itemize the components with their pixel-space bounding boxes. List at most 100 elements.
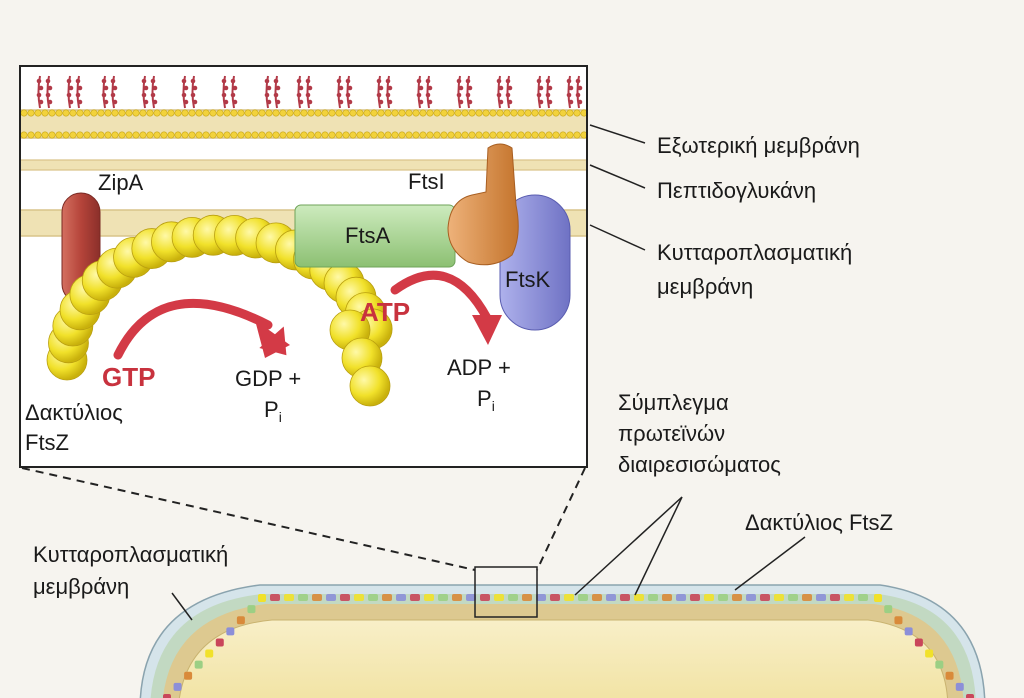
lipid-head: [342, 131, 350, 139]
ring-segment: [844, 594, 854, 601]
lps-sugar: [264, 78, 270, 84]
lipid-head: [237, 131, 245, 139]
ring-segment: [894, 616, 903, 625]
lps-sugar: [192, 85, 198, 91]
lipid-head: [524, 109, 532, 117]
ring-segment: [480, 594, 490, 601]
ftsz-ring-label-line1: Δακτύλιος: [25, 400, 123, 425]
ring-segment: [578, 594, 588, 601]
ring-segment: [648, 594, 658, 601]
lipid-head: [230, 131, 238, 139]
cytoplasmic-membrane-label-line1: Κυτταροπλασματική: [657, 240, 852, 265]
peptidoglycan-label: Πεπτιδογλυκάνη: [657, 178, 816, 203]
lps-sugar: [305, 78, 311, 84]
ring-segment: [966, 694, 974, 698]
zoom-line-left: [21, 467, 476, 571]
lipid-head: [244, 109, 252, 117]
lps-sugar: [141, 92, 147, 98]
lipid-head: [293, 131, 301, 139]
lps-sugar: [183, 99, 189, 105]
ring-segment: [215, 638, 224, 647]
lipid-head: [447, 131, 455, 139]
lipid-head: [216, 131, 224, 139]
lps-sugar: [103, 99, 109, 105]
lipid-head: [454, 131, 462, 139]
lipid-head: [475, 131, 483, 139]
lps-sugar: [101, 92, 107, 98]
ftsk-label: FtsK: [505, 267, 551, 292]
lipid-head: [349, 109, 357, 117]
lipid-head: [104, 109, 112, 117]
lps-chain: [417, 75, 421, 109]
lipid-head: [538, 109, 546, 117]
ring-segment: [874, 594, 882, 602]
lps-sugar: [152, 85, 158, 91]
lps-chain: [506, 75, 510, 109]
lipid-head: [223, 109, 231, 117]
lps-sugar: [505, 78, 511, 84]
lipid-head: [272, 109, 280, 117]
lps-chain: [576, 75, 580, 109]
lipid-head: [153, 131, 161, 139]
lps-sugar: [112, 99, 118, 105]
lps-sugar: [77, 85, 83, 91]
lps-sugar: [181, 92, 187, 98]
lps-sugar: [536, 92, 542, 98]
lipid-head: [265, 109, 273, 117]
lipid-head: [559, 109, 567, 117]
lps-sugar: [192, 99, 198, 105]
lps-sugar: [45, 92, 51, 98]
lipid-head: [27, 109, 35, 117]
cytoplasmic-membrane-label-line2: μεμβράνη: [657, 274, 753, 299]
lps-sugar: [496, 78, 502, 84]
lps-sugar: [190, 92, 196, 98]
cyto-membrane-cell-label-line1: Κυτταροπλασματική: [33, 542, 228, 567]
lps-sugar: [347, 85, 353, 91]
lps-chain: [377, 75, 381, 109]
lipid-head: [517, 109, 525, 117]
lps-sugar: [223, 85, 229, 91]
divisome-complex-label-line3: διαιρεσισώματος: [618, 452, 781, 477]
lipid-head: [573, 131, 581, 139]
ring-segment: [830, 594, 840, 601]
ring-segment: [858, 594, 868, 601]
lps-sugar: [458, 85, 464, 91]
ring-segment: [173, 682, 182, 691]
lipid-head: [286, 109, 294, 117]
lipid-head: [349, 131, 357, 139]
lps-sugar: [143, 99, 149, 105]
lps-chain: [306, 75, 310, 109]
lps-sugar: [264, 92, 270, 98]
lps-sugar: [376, 78, 382, 84]
atp-hydrolysis-arrow: [390, 270, 492, 323]
ring-segment: [802, 594, 812, 601]
ring-segment: [194, 660, 203, 669]
ring-segment: [662, 594, 672, 601]
ring-segment: [690, 594, 700, 601]
lipid-head: [440, 109, 448, 117]
ftsz-ring-cell-label: Δακτύλιος FtsZ: [745, 510, 893, 535]
lipid-head: [580, 131, 586, 139]
ring-segment: [452, 594, 462, 601]
ring-segment: [368, 594, 378, 601]
ring-segment: [163, 694, 171, 698]
lps-chain: [497, 75, 501, 109]
lps-sugar: [38, 99, 44, 105]
lps-sugar: [427, 99, 433, 105]
lipid-head: [286, 131, 294, 139]
lps-chain: [346, 75, 350, 109]
lps-sugar: [577, 99, 583, 105]
lps-chain: [546, 75, 550, 109]
lps-sugar: [336, 92, 342, 98]
lps-sugar: [465, 92, 471, 98]
lps-sugar: [425, 92, 431, 98]
lps-sugar: [507, 85, 513, 91]
lps-chain: [457, 75, 461, 109]
lipid-head: [209, 131, 217, 139]
lipid-head: [321, 131, 329, 139]
lipid-head: [559, 131, 567, 139]
lps-sugar: [545, 92, 551, 98]
zoom-region-box: [474, 566, 538, 618]
ring-segment: [354, 594, 364, 601]
